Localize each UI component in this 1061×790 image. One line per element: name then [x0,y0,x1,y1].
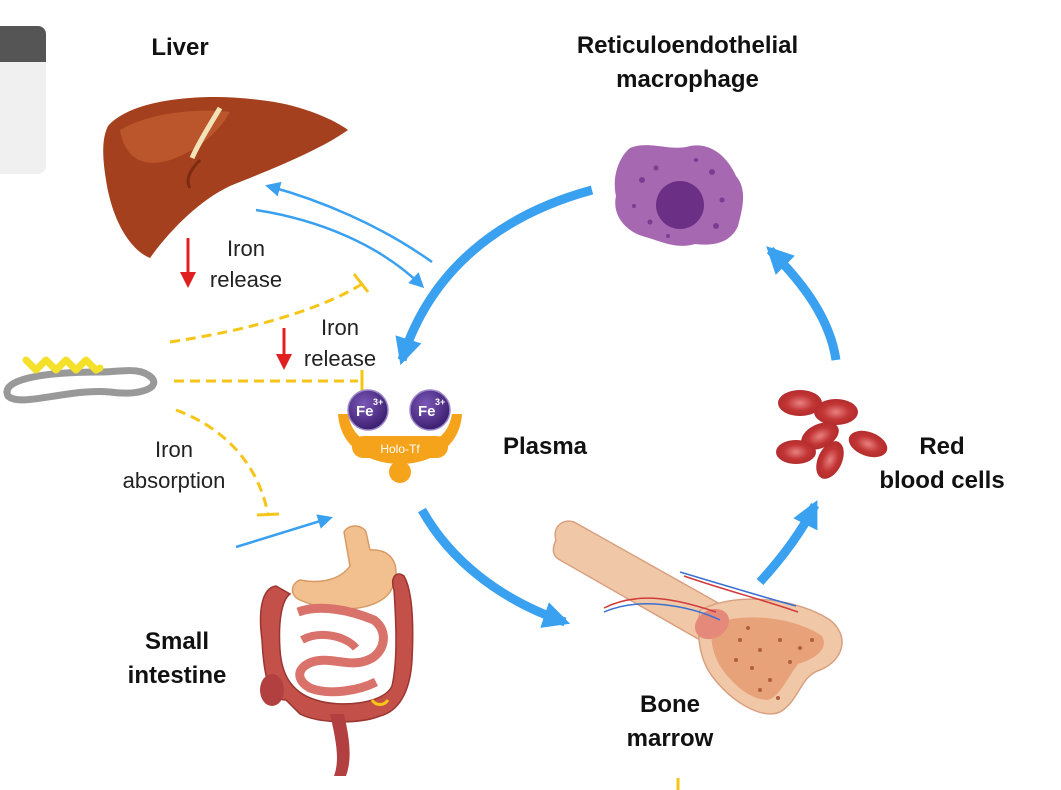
rbc-to-macrophage-arrow [766,246,841,361]
plasma-label: Plasma [502,433,588,460]
small-intestine-illustration [259,525,414,776]
small-intestine-label-line2: intestine [127,662,227,689]
hepcidin-inhibition-lines [169,282,363,516]
hepcidin-peptide [3,356,158,404]
iron-absorption-label: Iron absorption [104,434,244,496]
macrophage-iron-release-line2: release [303,346,377,371]
holo-tf-label: Holo-Tf [380,442,420,456]
intestine-absorption-arrow [235,514,333,549]
liver-illustration [103,97,348,258]
holo-transferrin-illustration: Fe 3+ Fe 3+ Holo-Tf [338,389,462,483]
plasma-to-liver-arrow [265,181,433,264]
red-blood-cells-label: Red blood cells [862,430,1022,498]
fe-ion-right-charge: 3+ [435,397,445,407]
macrophage-release-decrease-arrow [276,328,292,370]
liver-iron-release-line2: release [209,267,283,292]
red-blood-cells-illustration [776,390,888,479]
plasma-to-bone-marrow-arrow [418,507,571,628]
small-intestine-label-line1: Small [144,628,210,655]
macrophage-label-line1: Reticuloendothelial [576,32,799,59]
macrophage-iron-release-line1: Iron [321,315,359,340]
liver-to-plasma-arrow [255,208,425,289]
liver-label: Liver [151,34,209,61]
side-tab-handle[interactable] [0,26,46,62]
iron-absorption-line2: absorption [122,468,226,493]
bone-marrow-label-line1: Bone [640,691,700,718]
bone-marrow-label: Bone marrow [600,688,740,756]
small-intestine-label: Small intestine [112,625,242,693]
fe-ion-left-charge: 3+ [373,397,383,407]
macrophage-iron-release-label: Iron release [290,312,390,374]
liver-iron-release-label: Iron release [196,233,296,295]
macrophage-to-plasma-arrow [395,185,594,366]
fe-ion-left-label: Fe [356,403,374,420]
macrophage-label: Reticuloendothelial macrophage [520,29,855,97]
bone-marrow-illustration [552,520,843,715]
red-blood-cells-label-line2: blood cells [879,467,1005,494]
iron-absorption-line1: Iron [155,437,193,462]
macrophage-illustration [614,145,744,246]
liver-iron-release-line1: Iron [227,236,265,261]
bone-marrow-label-line2: marrow [626,725,714,752]
fe-ion-right-label: Fe [418,403,436,420]
bone-marrow-to-rbc-arrow [756,500,820,586]
red-blood-cells-label-line1: Red [919,433,965,460]
liver-release-decrease-arrow [180,238,196,288]
macrophage-label-line2: macrophage [616,66,759,93]
side-tab-panel[interactable] [0,62,46,174]
